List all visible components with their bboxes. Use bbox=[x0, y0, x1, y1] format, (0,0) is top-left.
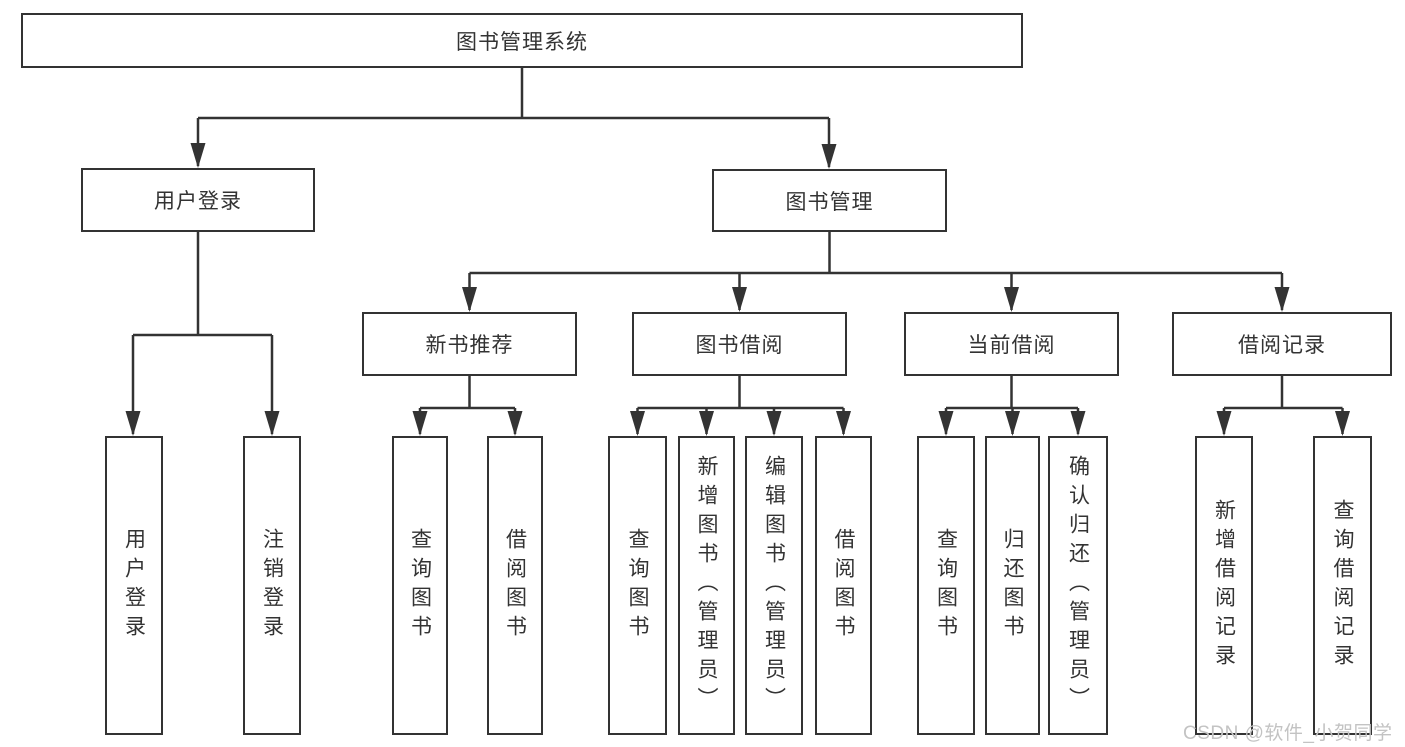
node-root-label: 图书管理系统 bbox=[456, 30, 588, 54]
node-current-borrowing: 当前借阅 bbox=[904, 312, 1119, 376]
connector-borrowing-to-leaves bbox=[636, 376, 845, 434]
connector-recommend-to-leaves bbox=[418, 376, 517, 434]
leaf-query-books-borrowing-label: 查询图书 bbox=[626, 527, 649, 644]
node-new-book-recommendation-label: 新书推荐 bbox=[425, 334, 514, 357]
leaf-return-books: 归还图书 bbox=[985, 436, 1040, 735]
leaf-user-login-label: 用户登录 bbox=[122, 527, 146, 644]
leaf-borrow-books-recommend-label: 借阅图书 bbox=[503, 527, 527, 644]
leaf-confirm-return-admin: 确认归还（管理员） bbox=[1048, 436, 1108, 735]
leaf-user-login: 用户登录 bbox=[105, 436, 163, 735]
leaf-borrow-books: 借阅图书 bbox=[815, 436, 872, 735]
connector-records-to-leaves bbox=[1222, 376, 1344, 434]
node-root: 图书管理系统 bbox=[21, 13, 1023, 68]
leaf-edit-book-admin: 编辑图书（管理员） bbox=[745, 436, 803, 735]
leaf-borrow-books-label: 借阅图书 bbox=[832, 527, 855, 644]
node-book-management-label: 图书管理 bbox=[785, 190, 874, 214]
leaf-add-book-admin: 新增图书（管理员） bbox=[678, 436, 735, 735]
connector-root-to-level2 bbox=[196, 68, 831, 167]
node-book-borrowing: 图书借阅 bbox=[632, 312, 847, 376]
node-current-borrowing-label: 当前借阅 bbox=[967, 334, 1056, 357]
node-user-login-label: 用户登录 bbox=[154, 190, 242, 213]
leaf-add-borrow-record-label: 新增借阅记录 bbox=[1212, 498, 1236, 673]
connector-userlogin-to-leaves bbox=[131, 232, 274, 434]
leaf-query-books-borrowing: 查询图书 bbox=[608, 436, 667, 735]
node-book-borrowing-label: 图书借阅 bbox=[695, 334, 784, 357]
node-book-management: 图书管理 bbox=[712, 169, 947, 232]
leaf-return-books-label: 归还图书 bbox=[1001, 527, 1024, 644]
leaf-query-books-recommend: 查询图书 bbox=[392, 436, 448, 735]
arrowheads bbox=[125, 143, 1350, 436]
leaf-add-book-admin-label: 新增图书（管理员） bbox=[695, 455, 718, 716]
node-borrowing-records-label: 借阅记录 bbox=[1238, 334, 1326, 357]
leaf-query-books-current-label: 查询图书 bbox=[934, 527, 958, 644]
csdn-watermark: CSDN @软件_小贺同学 bbox=[1183, 723, 1393, 744]
node-borrowing-records: 借阅记录 bbox=[1172, 312, 1392, 376]
leaf-query-borrow-record-label: 查询借阅记录 bbox=[1331, 498, 1354, 673]
leaf-logout-label: 注销登录 bbox=[260, 527, 284, 644]
leaf-borrow-books-recommend: 借阅图书 bbox=[487, 436, 543, 735]
leaf-query-borrow-record: 查询借阅记录 bbox=[1313, 436, 1372, 735]
leaf-logout: 注销登录 bbox=[243, 436, 301, 735]
leaf-edit-book-admin-label: 编辑图书（管理员） bbox=[762, 455, 786, 716]
leaf-confirm-return-admin-label: 确认归还（管理员） bbox=[1066, 455, 1090, 716]
leaf-add-borrow-record: 新增借阅记录 bbox=[1195, 436, 1253, 735]
node-user-login: 用户登录 bbox=[81, 168, 315, 232]
node-new-book-recommendation: 新书推荐 bbox=[362, 312, 577, 376]
connector-bookmgmt-to-level3 bbox=[468, 232, 1284, 310]
leaf-query-books-recommend-label: 查询图书 bbox=[408, 527, 432, 644]
leaf-query-books-current: 查询图书 bbox=[917, 436, 975, 735]
